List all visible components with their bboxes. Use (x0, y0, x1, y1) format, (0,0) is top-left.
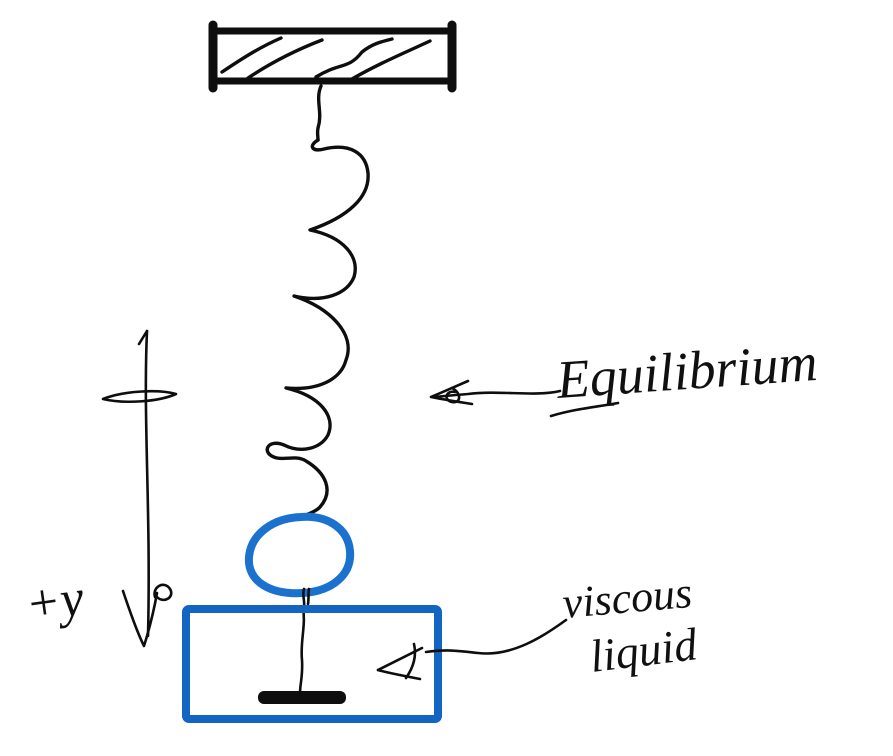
equilibrium-underline (549, 401, 620, 418)
y-axis: +y (22, 329, 178, 648)
left-arrowhead-icon (429, 379, 474, 406)
viscous-label-line2: liquid (587, 618, 701, 682)
piston-rod (298, 587, 311, 695)
equilibrium-arrow-line (432, 389, 562, 399)
suspension-string (315, 84, 323, 142)
ceiling-support (208, 20, 457, 93)
viscous-annotation: viscous liquid (376, 568, 701, 682)
equilibrium-tick (101, 389, 178, 404)
damper-plate (258, 691, 346, 704)
equilibrium-label: Equilibrium (554, 332, 820, 410)
equilibrium-annotation: Equilibrium (429, 332, 820, 418)
viscous-label-line1: viscous (561, 568, 694, 628)
spring-coil (265, 138, 370, 521)
left-arrowhead-icon (376, 642, 424, 681)
down-arrowhead-icon (121, 583, 173, 648)
liquid-container (182, 605, 442, 723)
mass-ball (244, 512, 355, 598)
y-axis-line (144, 329, 150, 638)
viscous-arrow-line (424, 618, 568, 655)
y-axis-label: +y (22, 569, 88, 634)
ceiling-hatch-lines (220, 36, 432, 81)
